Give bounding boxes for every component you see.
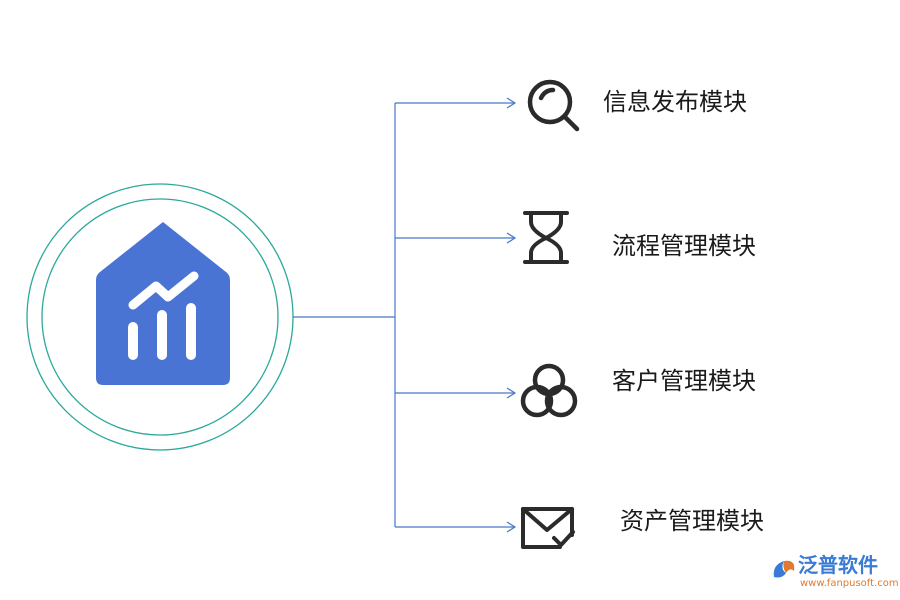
watermark-logo-icon xyxy=(773,560,795,578)
magnifier-icon xyxy=(527,79,580,132)
watermark-brand-name: 泛普软件 xyxy=(798,553,878,577)
arrowhead-3 xyxy=(506,521,517,533)
hourglass-icon xyxy=(523,211,569,264)
arrowhead-2 xyxy=(506,387,517,399)
house-chart-icon xyxy=(96,222,230,385)
watermark-url: www.fanpusoft.com xyxy=(800,578,899,589)
center-ring-inner xyxy=(41,198,279,436)
module-label-customer-management: 客户管理模块 xyxy=(612,367,756,395)
mail-check-icon xyxy=(521,507,575,549)
module-label-info-publish: 信息发布模块 xyxy=(603,88,747,116)
arrowhead-1 xyxy=(506,232,517,244)
arrowhead-0 xyxy=(506,97,517,109)
module-label-asset-management: 资产管理模块 xyxy=(620,507,764,535)
three-circles-icon xyxy=(520,363,578,418)
connector-tree xyxy=(293,102,514,528)
watermark: 泛普软件 www.fanpusoft.com xyxy=(770,553,899,597)
module-label-process-management: 流程管理模块 xyxy=(612,232,756,260)
connector-arrowheads xyxy=(506,97,517,533)
